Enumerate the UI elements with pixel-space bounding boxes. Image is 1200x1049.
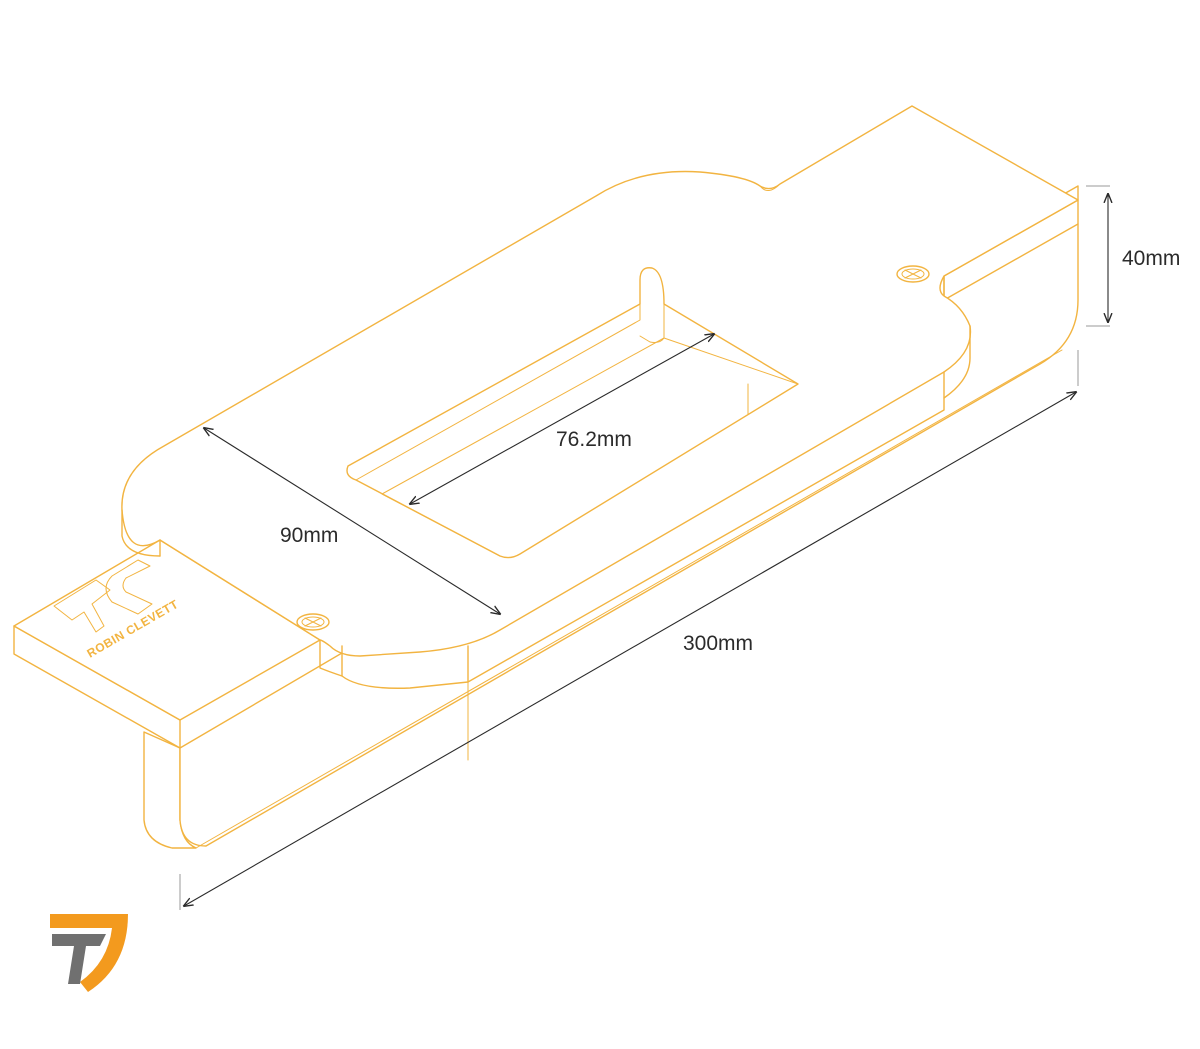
length-label: 300mm [683, 632, 753, 655]
company-logo-icon [50, 914, 128, 992]
screw-head-icon [896, 265, 930, 283]
dimension-length: 300mm [179, 350, 1079, 910]
dimension-depth: 40mm [1086, 185, 1180, 327]
width-label: 90mm [280, 524, 338, 547]
slot-length-label: 76.2mm [556, 428, 632, 451]
depth-label: 40mm [1122, 247, 1180, 270]
